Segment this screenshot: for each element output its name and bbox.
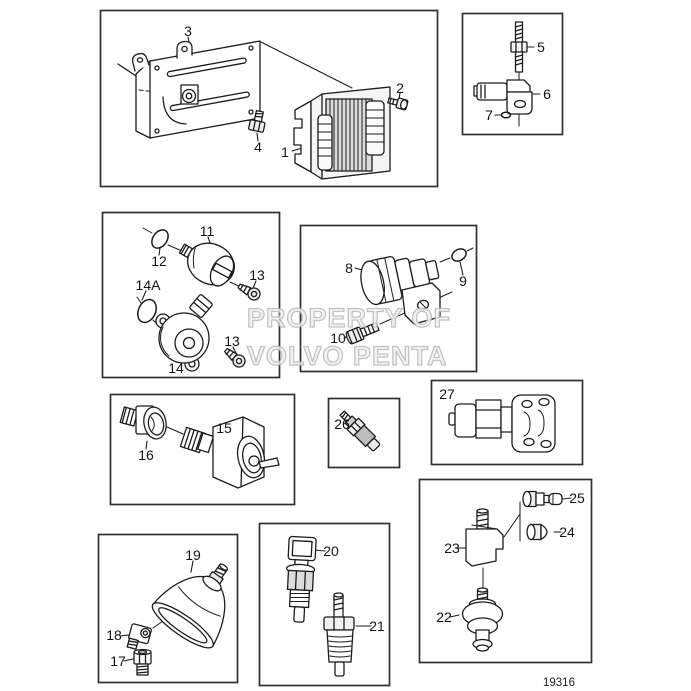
part-14A-oring bbox=[137, 298, 157, 324]
callout-15: 15 bbox=[216, 420, 232, 436]
callout-14: 14 bbox=[168, 360, 184, 376]
callout-24: 24 bbox=[559, 524, 575, 540]
callout-23: 23 bbox=[444, 540, 460, 556]
group-boxes bbox=[97, 9, 593, 687]
box-sender-17-19 bbox=[97, 533, 239, 684]
part-13-screw-lower bbox=[224, 347, 246, 368]
part-26-sensor bbox=[339, 410, 381, 452]
callout-10: 10 bbox=[330, 330, 346, 346]
callout-13a: 13 bbox=[249, 267, 265, 283]
callout-26: 26 bbox=[334, 416, 350, 432]
box-sensor-22-25 bbox=[418, 478, 593, 664]
part-3-bracket bbox=[117, 40, 261, 139]
part-9-oring bbox=[451, 248, 467, 262]
part-1-module bbox=[293, 86, 391, 180]
callout-1: 1 bbox=[281, 144, 289, 160]
box-sensors-11-14 bbox=[101, 211, 281, 379]
box-sensor-26 bbox=[327, 397, 401, 469]
callout-6: 6 bbox=[543, 86, 551, 102]
callout-12: 12 bbox=[151, 253, 167, 269]
part-2-screw bbox=[387, 97, 409, 111]
part-27-sensor bbox=[448, 394, 556, 453]
callout-21: 21 bbox=[369, 618, 385, 634]
part-4-bolt bbox=[248, 109, 266, 133]
part-10-bolt bbox=[345, 322, 380, 345]
part-15-sender bbox=[179, 416, 280, 489]
box-sensor-8 bbox=[299, 224, 478, 373]
callout-19: 19 bbox=[185, 547, 201, 563]
callout-14A: 14A bbox=[135, 277, 161, 293]
part-21-sender bbox=[323, 592, 355, 677]
part-17-fitting bbox=[133, 648, 152, 676]
callout-8: 8 bbox=[345, 260, 353, 276]
part-18-elbow bbox=[126, 623, 152, 650]
part-20-sensor bbox=[285, 535, 317, 623]
part-6-sensor bbox=[473, 79, 533, 115]
box-sensor-27 bbox=[430, 379, 584, 466]
callout-25: 25 bbox=[569, 490, 585, 506]
callout-18: 18 bbox=[106, 627, 122, 643]
callout-13b: 13 bbox=[224, 333, 240, 349]
figure-number: 19316 bbox=[543, 677, 575, 689]
part-5-stud bbox=[510, 21, 528, 73]
callout-20: 20 bbox=[323, 543, 339, 559]
callout-2: 2 bbox=[396, 80, 404, 96]
box-sender-15-16 bbox=[109, 393, 296, 506]
part-13-screw-upper bbox=[237, 283, 261, 301]
callout-16: 16 bbox=[138, 447, 154, 463]
box-bracket-module bbox=[99, 9, 439, 188]
part-12-oring bbox=[151, 229, 169, 249]
box-stud-sensor bbox=[461, 12, 564, 136]
callout-5: 5 bbox=[537, 39, 545, 55]
callout-11: 11 bbox=[199, 223, 215, 239]
part-23-block bbox=[465, 508, 504, 567]
callout-17: 17 bbox=[110, 653, 126, 669]
callout-9: 9 bbox=[459, 273, 467, 289]
box-sensor-20-21 bbox=[258, 522, 391, 687]
callout-27: 27 bbox=[439, 386, 455, 402]
callout-22: 22 bbox=[436, 609, 452, 625]
part-11-sensor bbox=[178, 242, 235, 287]
callout-3: 3 bbox=[184, 23, 192, 39]
callout-7: 7 bbox=[485, 107, 493, 123]
part-14-sensor bbox=[155, 294, 213, 372]
part-22-sender bbox=[461, 587, 504, 652]
part-24-plug bbox=[526, 523, 548, 541]
callout-4: 4 bbox=[254, 139, 262, 155]
part-8-sensor bbox=[360, 255, 441, 325]
part-19-sender bbox=[151, 563, 229, 649]
part-16-fitting bbox=[119, 405, 167, 440]
part-7-oring bbox=[500, 111, 512, 119]
part-25-fitting bbox=[522, 490, 563, 508]
